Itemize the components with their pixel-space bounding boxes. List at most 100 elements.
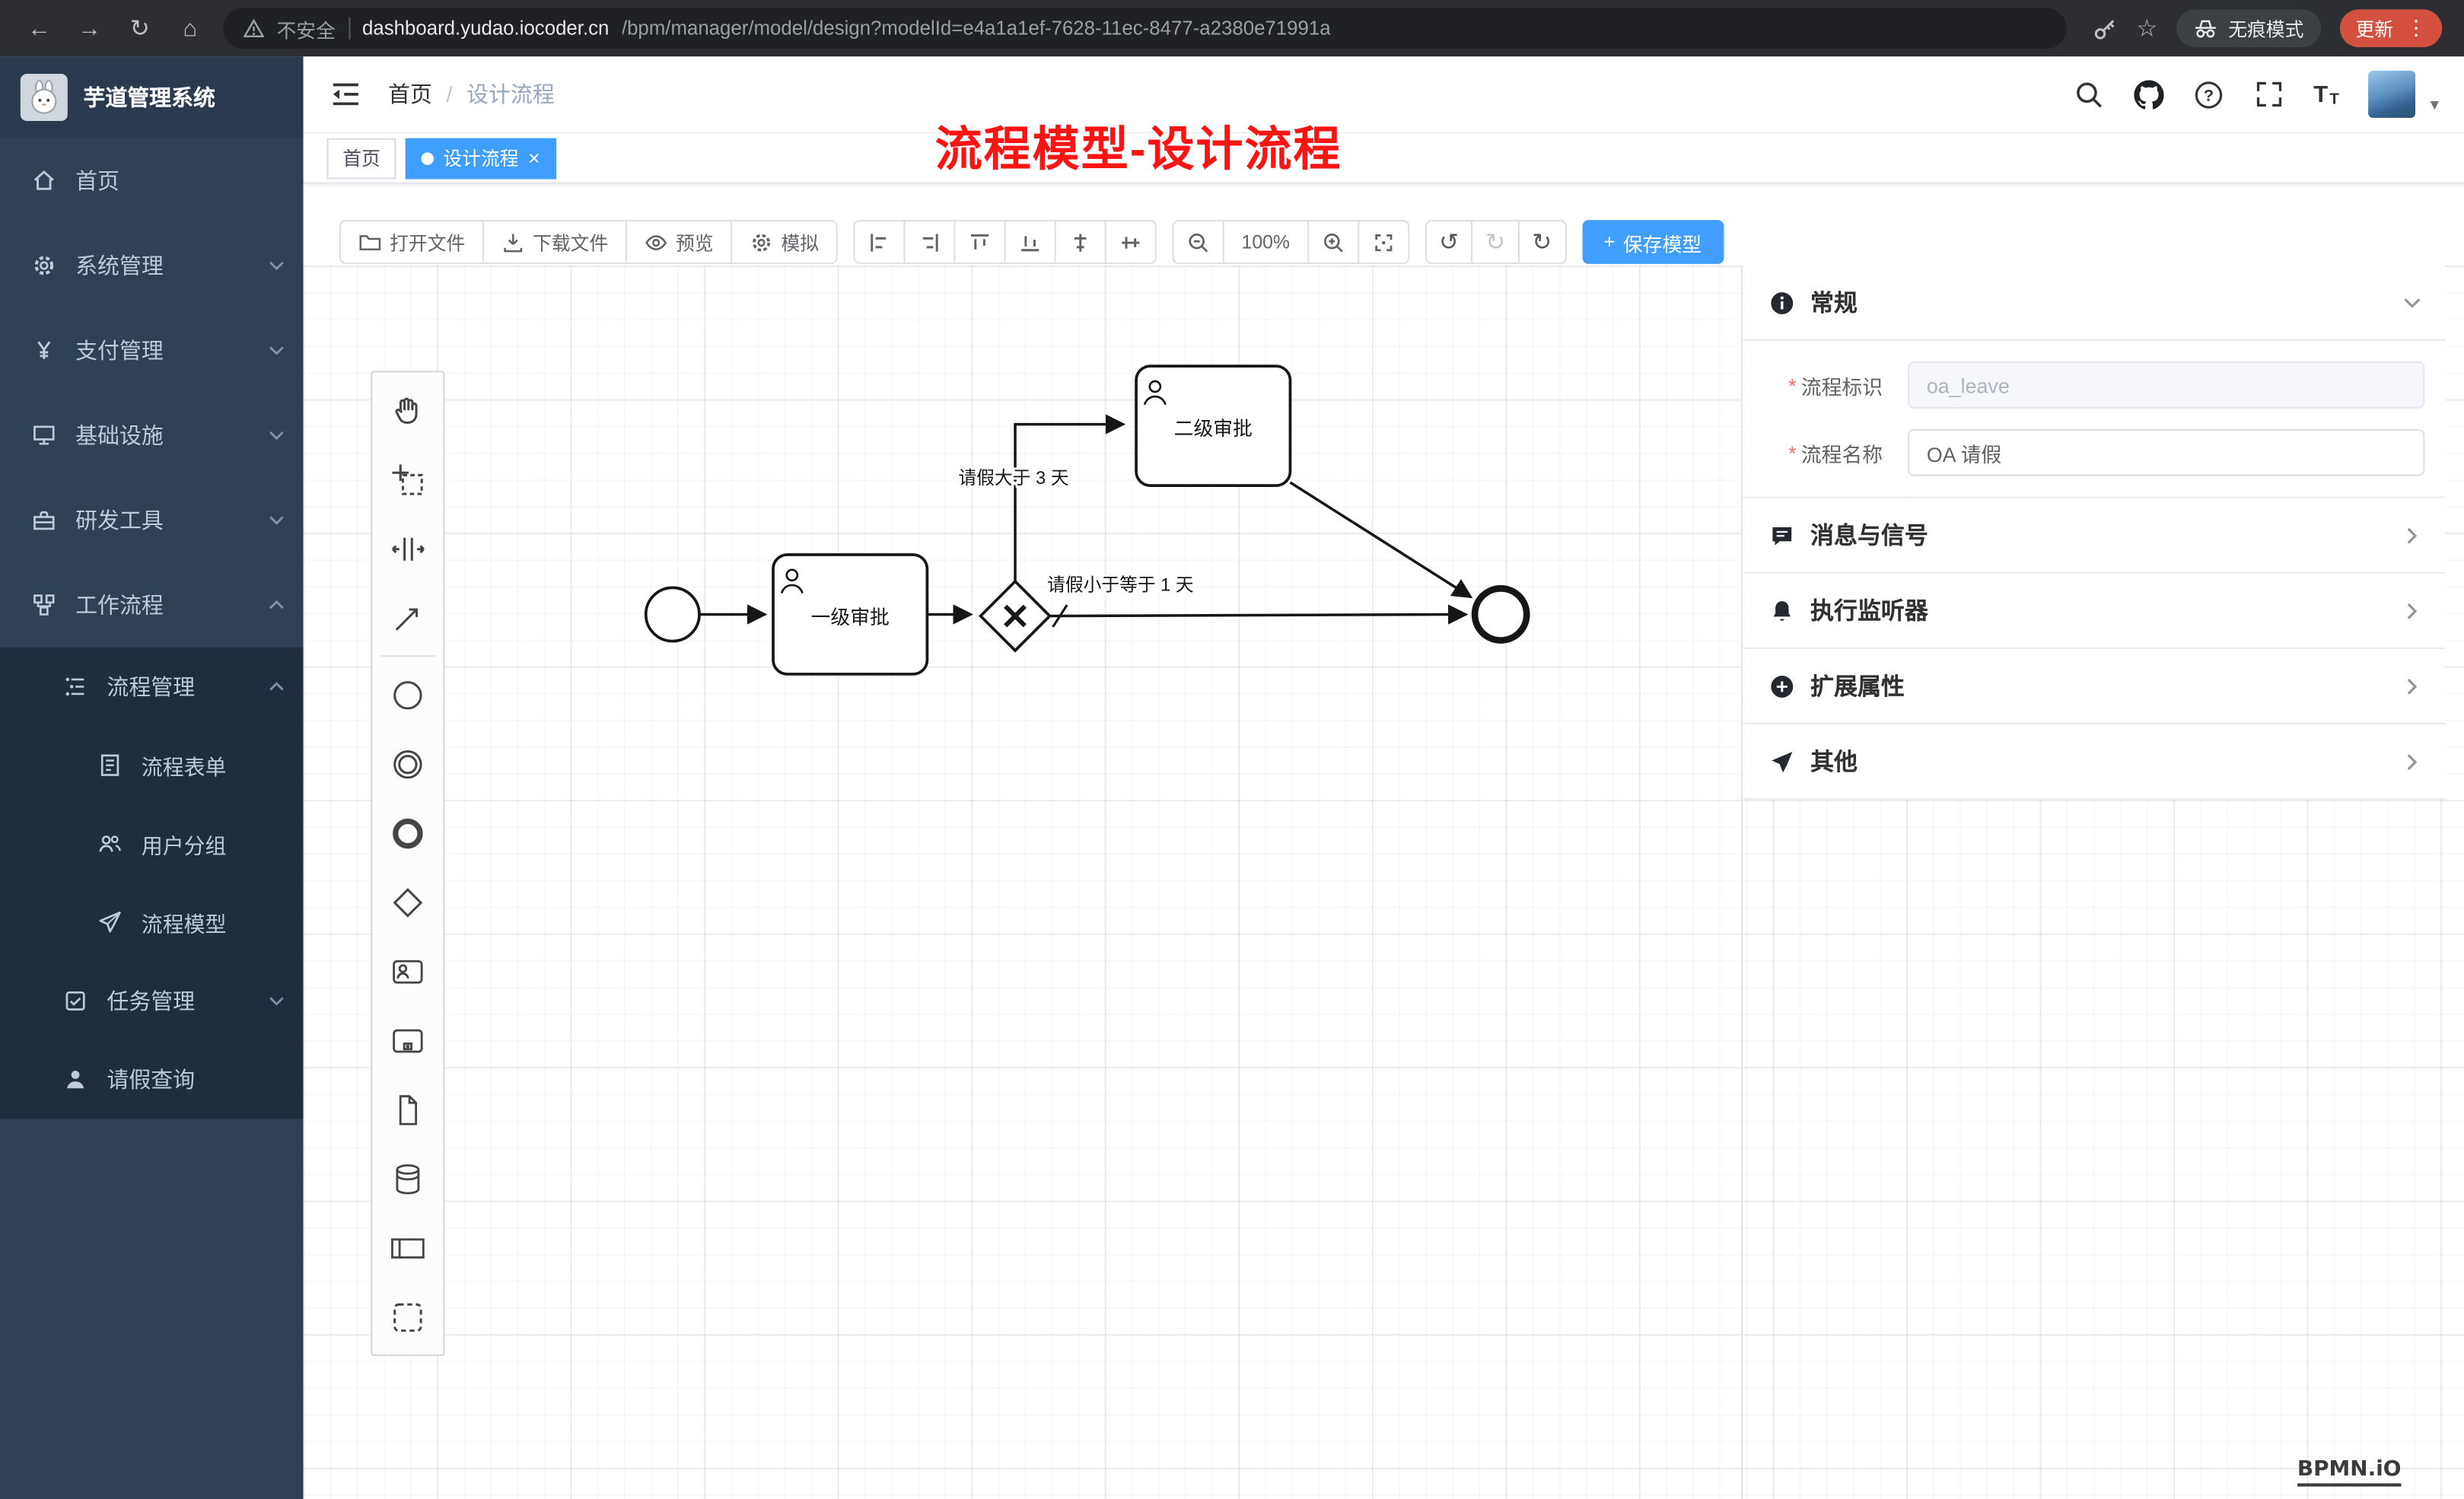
sidebar-item-user-group[interactable]: 用户分组	[0, 804, 304, 883]
help-icon[interactable]: ?	[2194, 79, 2224, 109]
sidebar-item-process-manage[interactable]: 流程管理	[0, 648, 304, 726]
sidebar-item-label: 支付管理	[75, 337, 164, 364]
palette-lasso-tool[interactable]	[372, 444, 443, 514]
condition-label-gt3[interactable]: 请假大于 3 天	[956, 466, 1071, 491]
preview-button[interactable]: 预览	[625, 220, 733, 264]
breadcrumb-home[interactable]: 首页	[388, 81, 432, 107]
sidebar-item-devtools[interactable]: 研发工具	[0, 478, 304, 563]
palette-create-group[interactable]	[372, 1282, 443, 1351]
bpmn-canvas[interactable]: 一级审批 请假大于 3 天 请假小于等于 1 天 二级审批	[303, 266, 2464, 1499]
task-label: 二级审批	[1174, 418, 1253, 440]
sidebar-item-process-model[interactable]: 流程模型	[0, 883, 304, 962]
palette-create-data-object[interactable]	[372, 1075, 443, 1144]
tag-home[interactable]: 首页	[326, 137, 396, 179]
align-left-button[interactable]	[853, 220, 906, 264]
palette-space-tool[interactable]	[372, 514, 443, 583]
app-logo-row[interactable]: 芋道管理系统	[0, 56, 304, 138]
align-center-button[interactable]	[1054, 220, 1106, 264]
chevron-right-icon	[2407, 602, 2418, 619]
url-divider	[348, 17, 350, 40]
zoom-fit-button[interactable]	[1357, 220, 1409, 264]
chevron-right-icon	[2407, 527, 2418, 543]
sidebar-item-system[interactable]: 系统管理	[0, 223, 304, 308]
task-second-approval[interactable]: 二级审批	[1135, 364, 1292, 487]
sidebar-item-process-form[interactable]: 流程表单	[0, 726, 304, 804]
fullscreen-icon[interactable]	[2254, 79, 2284, 109]
sidebar-item-payment[interactable]: 支付管理	[0, 308, 304, 393]
password-key-icon[interactable]	[2091, 15, 2118, 42]
open-file-button[interactable]: 打开文件	[339, 220, 485, 264]
flow-gateway-to-task2[interactable]	[1014, 414, 1126, 582]
panel-section-general[interactable]: 常规	[1743, 266, 2446, 342]
redo-button[interactable]: ↻	[1471, 220, 1520, 264]
sidebar-item-workflow[interactable]: 工作流程	[0, 562, 304, 648]
sidebar-item-home[interactable]: 首页	[0, 138, 304, 224]
palette-create-subprocess[interactable]	[372, 1006, 443, 1075]
align-top-icon	[971, 233, 989, 249]
save-model-button[interactable]: + 保存模型	[1581, 220, 1724, 264]
tag-close-icon[interactable]: ×	[527, 146, 540, 170]
zoom-in-button[interactable]	[1307, 220, 1359, 264]
palette-create-data-store[interactable]	[372, 1144, 443, 1213]
browser-forward-icon[interactable]: →	[78, 14, 102, 42]
restart-button[interactable]: ↻	[1517, 220, 1566, 264]
download-file-button[interactable]: 下载文件	[482, 220, 628, 264]
panel-section-extended-attributes[interactable]: 扩展属性	[1743, 648, 2446, 725]
avatar-caret-icon[interactable]: ▾	[2430, 95, 2440, 115]
palette-hand-tool[interactable]	[372, 376, 443, 445]
panel-section-other[interactable]: 其他	[1743, 724, 2446, 800]
zoom-level-button[interactable]: 100%	[1222, 220, 1309, 264]
align-right-button[interactable]	[903, 220, 956, 264]
process-key-input[interactable]	[1908, 361, 2425, 409]
form-row-process-name: *流程名称	[1788, 428, 2425, 476]
palette-create-user-task[interactable]	[372, 937, 443, 1006]
bookmark-star-icon[interactable]: ☆	[2136, 15, 2158, 43]
field-label: *流程名称	[1788, 441, 1883, 466]
browser-update-button[interactable]: 更新 ⋮	[2339, 9, 2443, 47]
browser-back-icon[interactable]: ←	[27, 14, 52, 42]
flow-task2-to-end[interactable]	[1289, 481, 1473, 599]
browser-menu-icon[interactable]: ⋮	[2405, 15, 2427, 40]
palette-create-start-event[interactable]	[372, 660, 443, 729]
sidebar-item-infrastructure[interactable]: 基础设施	[0, 393, 304, 478]
browser-home-icon[interactable]: ⌂	[183, 14, 198, 42]
sidebar-item-label: 研发工具	[75, 508, 164, 533]
palette-global-connect-tool[interactable]	[372, 583, 443, 652]
palette-create-end-event[interactable]	[372, 798, 443, 867]
browser-reload-icon[interactable]: ↻	[129, 15, 150, 43]
history-button-group: ↺ ↻ ↻	[1425, 220, 1566, 264]
end-event[interactable]	[1471, 585, 1530, 644]
github-icon[interactable]	[2134, 79, 2165, 109]
user-avatar[interactable]	[2369, 70, 2417, 118]
flow-gateway-to-end[interactable]	[1049, 604, 1469, 625]
main-content: 打开文件 下载文件 预览 模拟	[303, 183, 2464, 1499]
process-name-input[interactable]	[1908, 428, 2425, 476]
align-middle-button[interactable]	[1104, 220, 1157, 264]
zoom-in-icon	[1323, 232, 1343, 252]
panel-section-message-signal[interactable]: 消息与信号	[1743, 498, 2446, 574]
align-top-button[interactable]	[953, 220, 1006, 264]
sidebar-item-leave-query[interactable]: 请假查询	[0, 1040, 304, 1119]
bpmn-io-watermark[interactable]: BPMN.iO	[2297, 1456, 2402, 1487]
search-icon[interactable]	[2074, 79, 2104, 109]
simulate-button[interactable]: 模拟	[731, 220, 838, 264]
tag-design-process[interactable]: 设计流程 ×	[405, 137, 556, 179]
zoom-fit-icon	[1374, 233, 1392, 251]
task-first-approval[interactable]: 一级审批	[772, 553, 929, 676]
align-bottom-button[interactable]	[1004, 220, 1056, 264]
palette-create-intermediate-event[interactable]	[372, 729, 443, 798]
address-bar[interactable]: 不安全 dashboard.yudao.iocoder.cn/bpm/manag…	[223, 8, 2066, 49]
panel-section-execution-listener[interactable]: 执行监听器	[1743, 573, 2446, 649]
palette-create-gateway[interactable]	[372, 867, 443, 937]
exclusive-gateway[interactable]	[978, 579, 1052, 653]
bpmn-palette	[371, 371, 445, 1357]
undo-button[interactable]: ↺	[1425, 220, 1473, 264]
start-event[interactable]	[644, 586, 701, 643]
condition-label-le1[interactable]: 请假小于等于 1 天	[1045, 572, 1196, 597]
sidebar-collapse-icon[interactable]	[329, 77, 363, 111]
sidebar-item-task-manage[interactable]: 任务管理	[0, 962, 304, 1040]
zoom-out-button[interactable]	[1172, 220, 1224, 264]
palette-create-participant[interactable]	[372, 1213, 443, 1282]
